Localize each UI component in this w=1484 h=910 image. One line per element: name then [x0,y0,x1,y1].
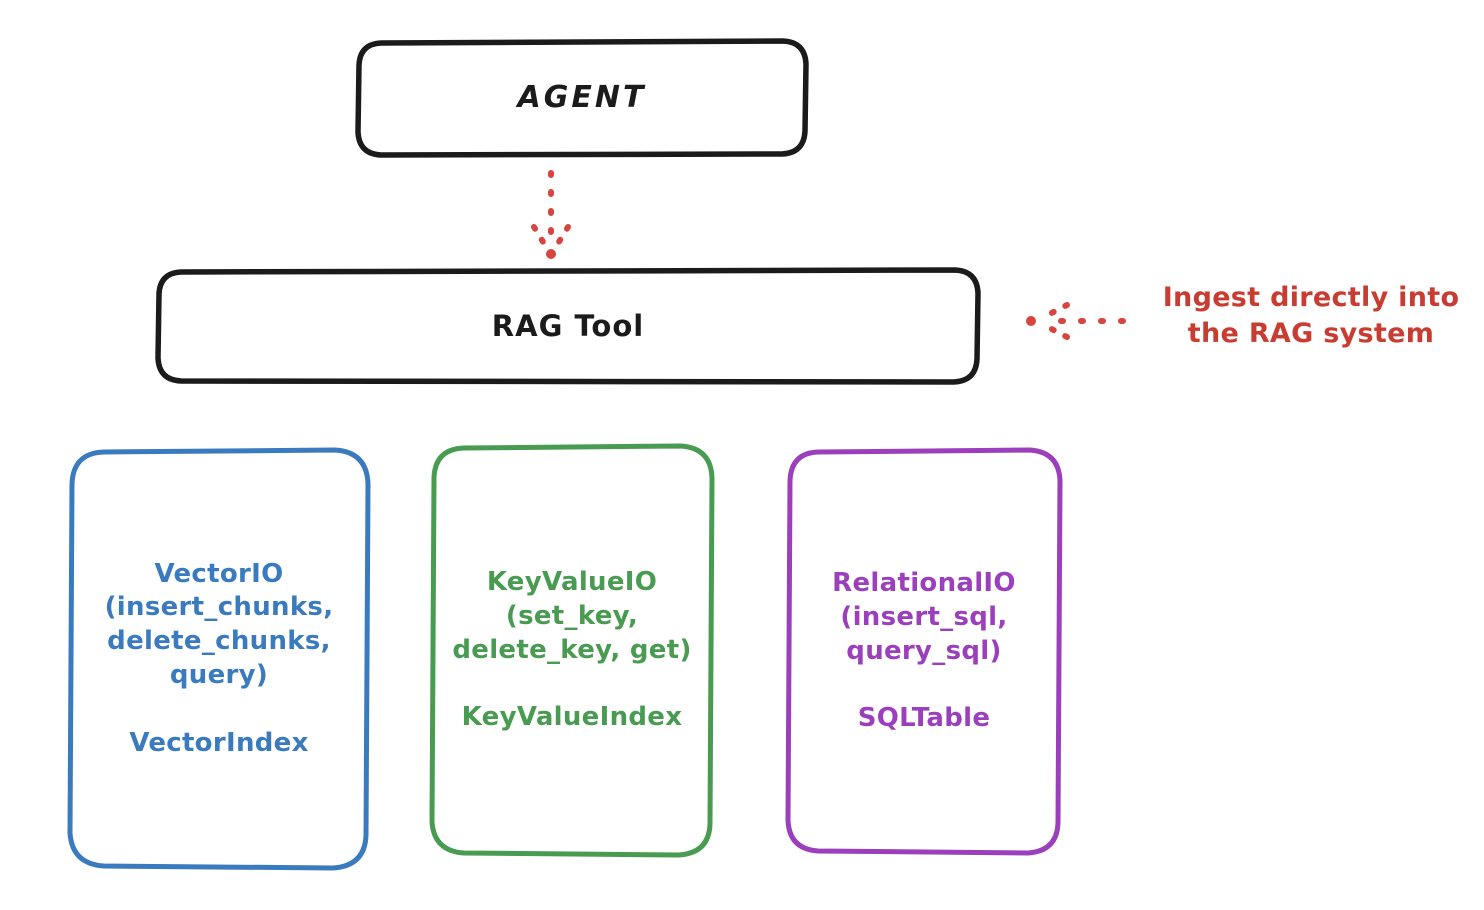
agent-to-rag-dotted-arrow [531,170,571,259]
relational-io-label: RelationalIO (insert_sql, query_sql) SQL… [832,568,1016,734]
relational-io-box-outline[interactable] [785,447,1063,856]
agent-box-outline[interactable] [355,38,809,158]
rag-tool-box-outline[interactable] [155,267,981,385]
agent-node[interactable]: AGENT [358,41,806,155]
agent-label: AGENT [517,80,647,116]
relational-io-node[interactable]: RelationalIO (insert_sql, query_sql) SQL… [788,450,1060,853]
ingest-dotted-arrow [1026,302,1126,340]
vector-io-box-outline[interactable] [67,447,371,871]
key-value-io-label: KeyValueIO (set_key, delete_key, get) Ke… [452,567,692,733]
ingest-annotation-text: Ingest directly into the RAG system [1162,282,1460,349]
rag-tool-node[interactable]: RAG Tool [158,270,978,382]
key-value-io-box-outline[interactable] [429,443,715,858]
vector-io-node[interactable]: VectorIO (insert_chunks, delete_chunks, … [70,450,368,868]
rag-tool-label: RAG Tool [491,308,645,343]
vector-io-label: VectorIO (insert_chunks, delete_chunks, … [104,558,334,758]
key-value-io-node[interactable]: KeyValueIO (set_key, delete_key, get) Ke… [432,446,712,855]
